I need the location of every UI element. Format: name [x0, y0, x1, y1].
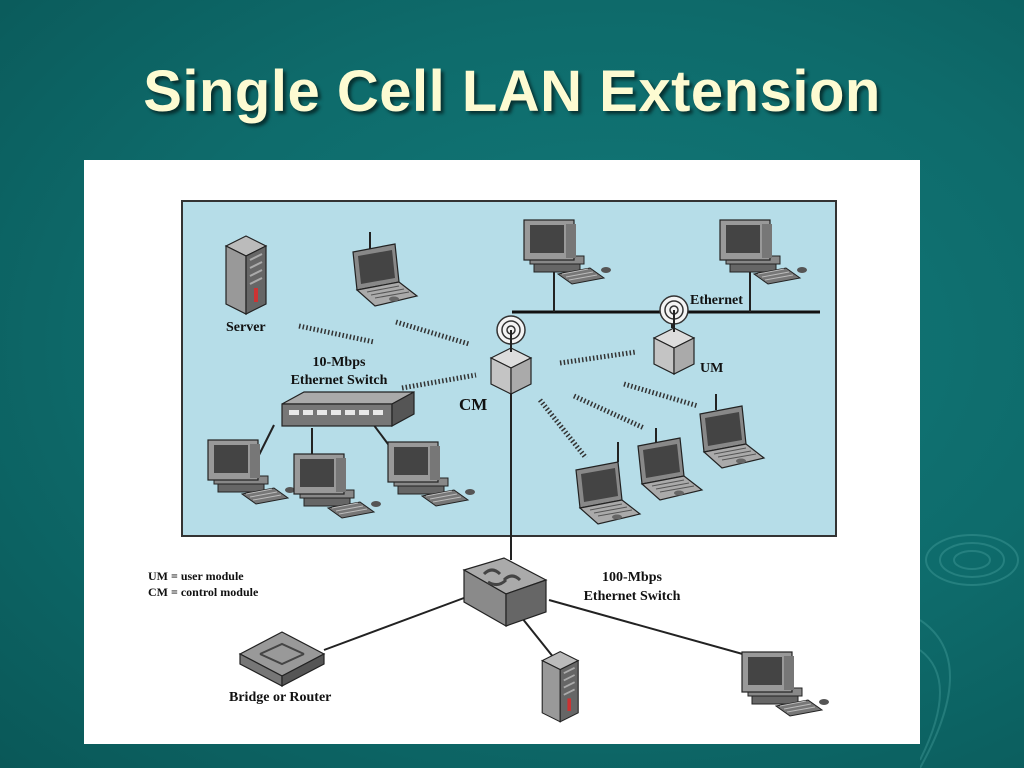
ethernet-switch-icon [281, 390, 415, 428]
ethernet-label: Ethernet [690, 293, 743, 308]
laptop-icon [637, 428, 703, 501]
slide-title: Single Cell LAN Extension [143, 59, 881, 124]
control-module-icon [490, 315, 532, 395]
switch100-label-line2: Ethernet Switch [584, 589, 681, 604]
laptop-icon [352, 232, 418, 307]
bridge-router-icon [238, 631, 326, 687]
server-icon [541, 650, 580, 723]
legend: UM = user module CM = control module [148, 569, 259, 599]
laptop-icon [575, 442, 641, 525]
desktop-pc-icon [741, 651, 830, 717]
legend-cm: CM = control module [148, 585, 259, 599]
legend-um: UM = user module [148, 569, 244, 583]
switch10-label-line2: Ethernet Switch [291, 373, 388, 388]
radio-link-icon [395, 319, 470, 347]
radio-link-icon [298, 323, 375, 345]
switch10-label-line1: 10-Mbps [313, 355, 366, 370]
server-icon [225, 235, 267, 315]
lan-diagram: Server 10-Mbps Ethernet Switch CM UM Eth… [148, 200, 837, 723]
user-module-icon [653, 295, 695, 375]
radio-link-icon [401, 372, 477, 391]
laptop-icon [699, 394, 765, 469]
decorative-ripples [920, 534, 1019, 768]
figure-panel: Server 10-Mbps Ethernet Switch CM UM Eth… [84, 160, 920, 744]
radio-link-icon [623, 381, 699, 409]
server-label: Server [226, 320, 266, 335]
radio-link-icon [559, 349, 637, 366]
wireless-links [298, 319, 699, 460]
bridge-router-label: Bridge or Router [229, 690, 331, 705]
radio-link-icon [538, 398, 588, 460]
switch100-label-line1: 100-Mbps [602, 570, 662, 585]
um-label: UM [700, 361, 723, 376]
radio-link-icon [572, 393, 646, 431]
hub-icon [462, 557, 548, 628]
cm-label: CM [459, 395, 487, 414]
